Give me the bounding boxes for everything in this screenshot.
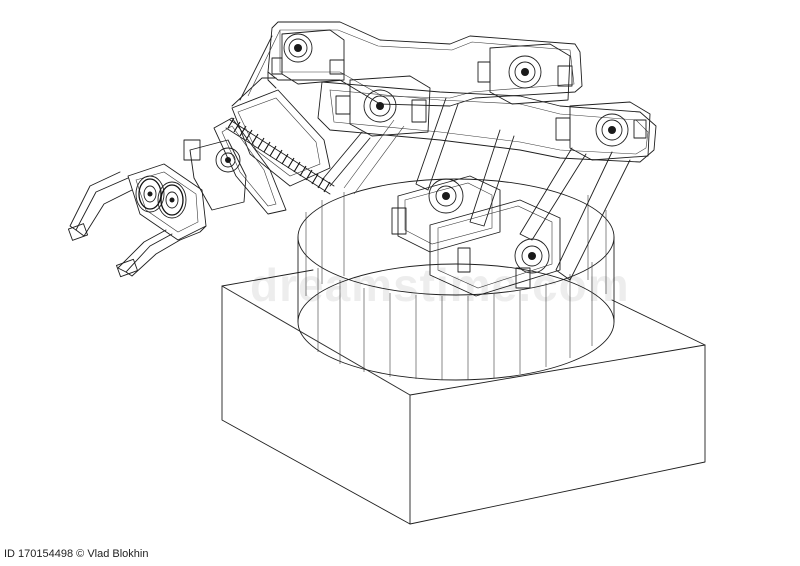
- gripper-assembly: [67, 163, 207, 278]
- shoulder-servo-2: [335, 75, 431, 137]
- support-links: [343, 97, 631, 281]
- upper-arm-plate: [267, 21, 583, 107]
- cylinder-ribs: [305, 192, 607, 380]
- gripper-finger-lower: [116, 225, 207, 278]
- gripper-gear-right: [157, 181, 187, 219]
- arm-linkage-rods: [231, 29, 371, 187]
- shoulder-servo-1: [271, 29, 345, 85]
- gripper-finger-upper: [67, 171, 133, 241]
- elbow-servo-1: [477, 43, 573, 105]
- image-credit: ID 170154498 © Vlad Blokhin: [4, 548, 149, 560]
- wrist-servo: [183, 139, 247, 211]
- gripper-gear-left: [135, 175, 165, 213]
- lead-screw: [225, 117, 335, 195]
- elbow-servo-2: [555, 101, 651, 161]
- rotating-cylinder-platform: [297, 178, 615, 381]
- wrist-plate: [213, 89, 331, 215]
- base-box: [221, 269, 706, 525]
- base-servo-assembly: [391, 175, 561, 297]
